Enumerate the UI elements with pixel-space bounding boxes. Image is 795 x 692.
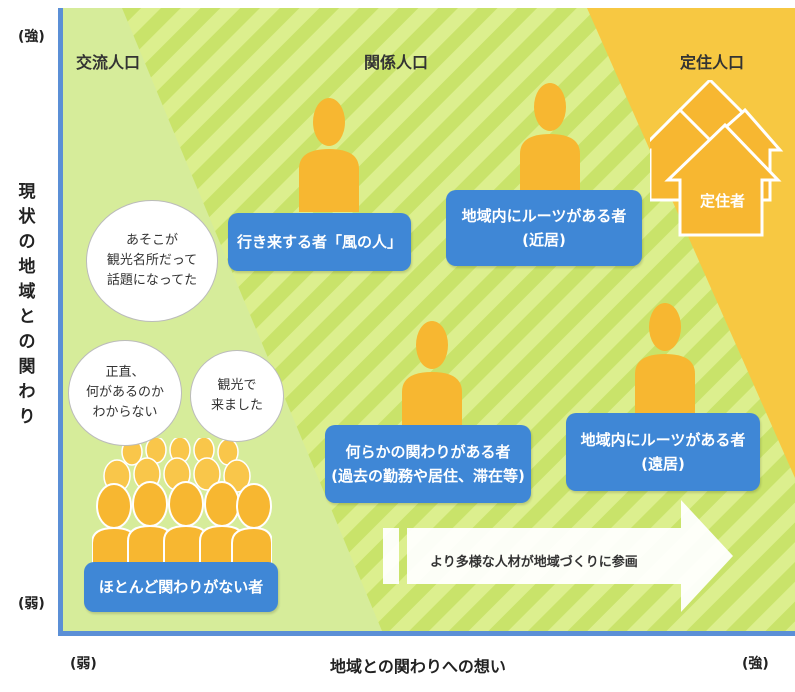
- x-axis-title: 地域との関わりへの想い: [330, 657, 506, 676]
- bubble-2-line-2: 何があるのか: [85, 385, 164, 400]
- y-axis-title: 現状の地域との関わり: [18, 182, 36, 427]
- teijusha-label: 定住者: [700, 192, 746, 210]
- bubble-1-line-3: 話題になってた: [106, 273, 198, 288]
- bubble-2-line-1: 正直、: [105, 365, 145, 380]
- zone-title-koryu: 交流人口: [76, 53, 141, 72]
- bubble-3-line-1: 観光で: [217, 378, 257, 393]
- speech-bubble-1: あそこが 観光名所だって 話題になってた: [86, 200, 218, 322]
- box-kinkyo: 地域内にルーツがある者 (近居): [446, 190, 642, 266]
- box-kakawari-line-2: (過去の勤務や居住、滞在等): [331, 467, 525, 485]
- box-enkyo-line-2: (遠居): [641, 455, 685, 473]
- speech-bubble-2: 正直、 何があるのか わからない: [68, 340, 182, 446]
- person-icon: [635, 303, 695, 417]
- zone-title-kankei: 関係人口: [364, 53, 429, 72]
- arrow-label: より多様な人材が地域づくりに参画: [430, 555, 638, 570]
- crowd-icon: [92, 438, 272, 568]
- x-axis-line: [58, 631, 795, 636]
- box-kinkyo-line-1: 地域内にルーツがある者: [461, 207, 627, 225]
- bubble-1-line-2: 観光名所だって: [106, 253, 198, 268]
- y-axis-line: [58, 8, 63, 636]
- box-kakawari: 何らかの関わりがある者 (過去の勤務や居住、滞在等): [325, 425, 531, 503]
- y-axis-top-label: (強): [18, 29, 45, 45]
- person-icon: [520, 83, 580, 197]
- bubble-3-line-2: 来ました: [210, 398, 263, 413]
- bubble-2-line-3: わからない: [92, 405, 158, 420]
- speech-bubble-3: 観光で 来ました: [190, 350, 284, 442]
- box-enkyo-line-1: 地域内にルーツがある者: [580, 431, 746, 449]
- box-enkyo: 地域内にルーツがある者 (遠居): [566, 413, 760, 491]
- person-icon: [402, 321, 462, 435]
- bubble-1-line-1: あそこが: [125, 233, 178, 248]
- box-hotondo-label: ほとんど関わりがない者: [98, 578, 264, 596]
- person-icon: [299, 98, 359, 212]
- box-hotondo: ほとんど関わりがない者: [84, 562, 278, 612]
- x-axis-left-label: (弱): [70, 656, 97, 672]
- zone-title-teiju: 定住人口: [680, 53, 745, 72]
- box-kaze-label: 行き来する者「風の人」: [236, 233, 402, 251]
- right-arrow-icon: [383, 500, 733, 612]
- box-kakawari-line-1: 何らかの関わりがある者: [345, 443, 511, 461]
- x-axis-right-label: (強): [742, 656, 769, 672]
- box-kaze-no-hito: 行き来する者「風の人」: [228, 213, 411, 271]
- box-kinkyo-line-2: (近居): [522, 231, 566, 249]
- y-axis-bottom-label: (弱): [18, 596, 45, 612]
- house-icon: [650, 80, 784, 237]
